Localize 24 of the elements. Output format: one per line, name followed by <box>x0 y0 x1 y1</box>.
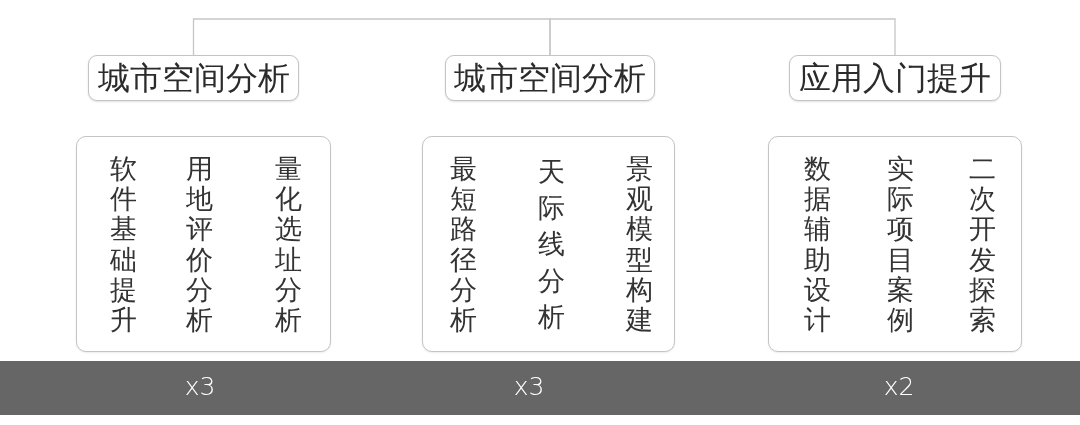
connector-line <box>192 18 551 56</box>
topic-card <box>76 136 331 352</box>
connector-line <box>549 18 896 56</box>
topic-text: 实际项目案例 <box>886 154 914 336</box>
heading-text: 城市空间分析 <box>97 59 290 97</box>
topic-text: 二次开发探索 <box>968 154 996 336</box>
heading-box <box>789 55 1001 101</box>
heading-box <box>445 55 655 101</box>
heading-text: 城市空间分析 <box>454 59 646 97</box>
topic-text: 最短路径分析 <box>449 154 477 336</box>
topic-text: 量化选址分析 <box>274 154 302 336</box>
topic-text: 软件基础提升 <box>109 154 137 336</box>
topic-text: 天际线分析 <box>537 155 565 334</box>
count-text: x2 <box>883 372 915 402</box>
topic-text: 用地评价分析 <box>185 154 213 336</box>
topic-card <box>768 136 1022 352</box>
count-text: x3 <box>513 372 545 402</box>
topic-text: 数据辅助设计 <box>803 154 831 336</box>
heading-box <box>88 55 299 101</box>
topic-text: 景观模型构建 <box>625 154 653 336</box>
heading-text: 应用入门提升 <box>799 59 991 97</box>
count-text: x3 <box>184 372 216 402</box>
footer-band <box>0 361 1080 415</box>
topic-card <box>422 136 675 352</box>
